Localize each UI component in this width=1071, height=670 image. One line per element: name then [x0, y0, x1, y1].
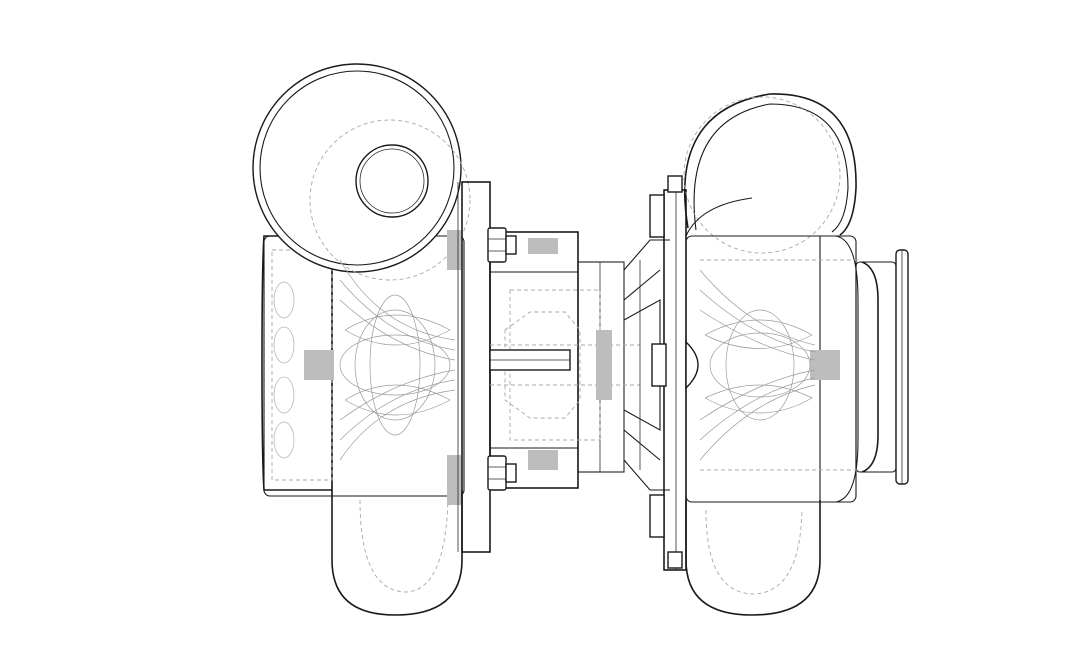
lower-nut	[487, 455, 517, 491]
compressor-wheel	[699, 269, 816, 461]
bearing-housing	[487, 227, 670, 491]
turbine-housing	[252, 63, 491, 616]
upper-nut	[487, 227, 517, 263]
compressor-housing	[649, 93, 909, 616]
turbine-wheel	[339, 259, 456, 461]
